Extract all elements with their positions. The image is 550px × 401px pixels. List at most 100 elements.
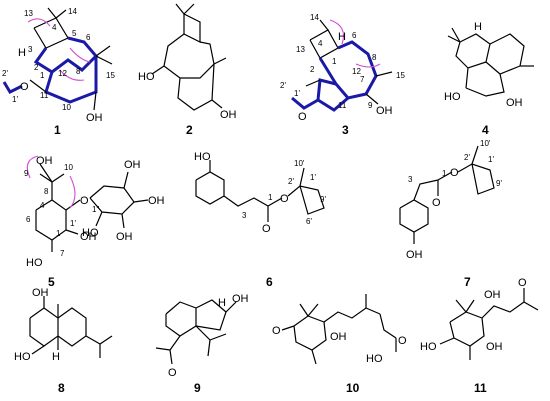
locant-4: 4 [52,23,57,32]
hydroxyl-label: OH [36,155,53,167]
structure-6: HO O O 3 1 2' 10' 1' 9' 6' 6 [194,151,326,289]
hydroxyl-label: HO [138,71,155,83]
locant-2p: 2' [280,81,286,90]
locant-6: 6 [86,33,91,42]
structure-8: OH HO H 8 [14,287,113,395]
structure-11: OH HO OH O 11 [420,277,539,395]
ketone-oxygen-label: O [518,277,527,289]
structure-10: O OH HO O 10 [272,294,407,395]
carbonyl-oxygen-label: O [262,223,271,235]
compound-number-1: 1 [54,123,61,137]
locant-6: 6 [26,215,31,224]
locant-2p: 2' [2,69,8,78]
hydroxyl-label: OH [376,105,393,117]
locant-4: 4 [40,201,45,210]
locant-12: 12 [58,69,67,78]
locant-3: 3 [408,175,413,184]
hydroxyl-label: HO [444,91,461,103]
locant-12: 12 [352,67,361,76]
structure-9: OH H O 9 [155,293,249,395]
h-label: H [52,351,60,363]
locant-8: 8 [372,53,377,62]
locant-8: 8 [44,187,49,196]
locant-15: 15 [106,71,115,80]
locant-7: 7 [360,75,365,84]
locant-8: 8 [76,67,81,76]
locant-1p: 1' [310,173,316,182]
carbonyl-oxygen-label: O [432,197,441,209]
locant-9: 9 [24,169,29,178]
locant-9p: 9' [496,179,502,188]
carbonyl-oxygen-label: O [272,325,281,337]
ester-oxygen-label: O [280,193,289,205]
locant-6: 6 [352,31,357,40]
hydroxyl-label: OH [220,109,237,121]
locant-1: 1 [332,57,337,66]
locant-11: 11 [338,101,347,110]
structure-1: O OH H 13 14 4 5 6 3 2 1 12 11 8 15 10 1… [2,7,115,137]
ester-oxygen-label: O [450,167,459,179]
locant-2: 2 [310,65,315,74]
structure-2: HO OH 2 [138,3,237,137]
locant-9p: 9' [320,195,326,204]
hydroxyl-label: OH [80,231,97,243]
locant-14: 14 [310,13,319,22]
compound-number-11: 11 [474,381,487,395]
ether-oxygen-label: O [20,81,29,93]
locant-2p: 2' [464,153,470,162]
hydroxyl-label: OH [32,287,49,299]
hydroxyl-label: OH [506,97,523,109]
structure-7: OH O O 3 1 2' 10' 1' 9' 7 [399,139,502,289]
locant-6p: 6' [306,217,312,226]
locant-1p: 1' [12,95,18,104]
locant-5: 5 [72,29,77,38]
locant-10: 10 [64,163,73,172]
compound-number-4: 4 [482,123,489,137]
locant-10p: 10' [294,159,305,168]
locant-1p: 1' [70,219,76,228]
hydroxyl-label: OH [148,195,165,207]
structure-4: H HO OH 4 [444,21,534,137]
carbonyl-oxygen-label: O [168,367,177,379]
h-label: H [338,31,346,43]
compound-number-6: 6 [266,275,273,289]
hydroxyl-label: HO [420,341,437,353]
compound-number-5: 5 [48,275,55,289]
structure-3: O OH H 14 13 4 6 1 2 12 8 7 15 11 9 1' 2… [280,13,405,137]
locant-10: 10 [62,103,71,112]
hydroxyl-label: OH [124,159,141,171]
hydroxyl-label: OH [330,331,347,343]
locant-1: 1 [40,71,45,80]
hydroxyl-label: HO [82,227,99,239]
hydroxyl-label: OH [86,112,103,124]
locant-1p: 1' [488,155,494,164]
locant-9: 9 [368,101,373,110]
locant-3: 3 [28,45,33,54]
locant-2p: 2' [288,177,294,186]
acid-oxygen-label: O [398,335,407,347]
locant-7: 7 [60,249,65,258]
hydroxyl-label: HO [26,257,43,269]
compound-number-8: 8 [58,381,65,395]
compound-number-3: 3 [342,123,349,137]
locant-13: 13 [296,45,305,54]
compound-number-2: 2 [186,123,193,137]
glycosidic-oxygen-label: O [80,195,89,207]
locant-1p: 1' [294,89,300,98]
locant-10p: 10' [480,139,491,148]
locant-13: 13 [24,9,33,18]
compound-number-7: 7 [464,275,471,289]
compound-number-10: 10 [346,381,360,395]
locant-3: 3 [242,211,247,220]
ether-oxygen-label: O [298,111,307,123]
hydroxyl-label: OH [486,341,503,353]
hydroxyl-label: OH [406,249,423,261]
locant-1: 1 [442,169,447,178]
locant-1pp: 1" [92,205,99,214]
structure-5: OH O HO OH OH OH OH HO 9 10 8 4 6 1 7 1'… [24,155,165,289]
h-label: H [474,21,482,33]
h-label: H [18,47,26,59]
hydroxyl-label: OH [232,293,249,305]
hydroxyl-label: OH [116,231,133,243]
